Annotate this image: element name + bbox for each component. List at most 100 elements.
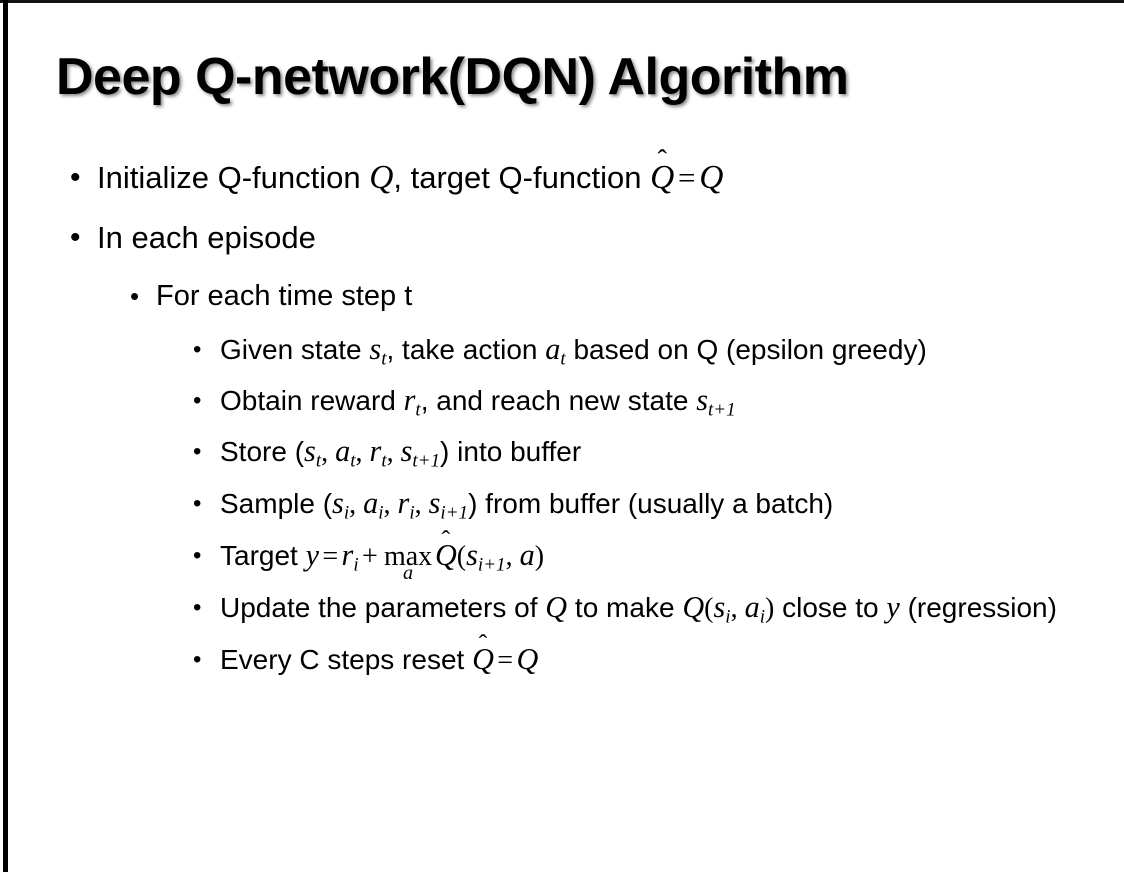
text-fragment: Target: [220, 540, 306, 571]
math-separator: ,: [349, 489, 364, 520]
math-q-hat: ̂Q: [650, 161, 674, 194]
bullet-marker-icon: •: [193, 542, 202, 569]
math-separator: ,: [383, 489, 398, 520]
math-s: s: [696, 383, 709, 417]
text-fragment: Sample (: [220, 488, 333, 519]
math-r-subscript: t: [381, 450, 387, 472]
math-r: r: [341, 538, 354, 572]
bullet-obtain-reward-text: Obtain reward rt, and reach new state st…: [220, 375, 1094, 426]
math-a: a: [335, 434, 351, 468]
math-q-base: Q: [472, 642, 494, 676]
bullet-marker-icon: •: [130, 281, 140, 311]
text-fragment: based on Q (epsilon greedy): [565, 334, 927, 365]
bullet-sample-batch: • Sample (si, ai, ri, si+1) from buffer …: [0, 478, 1124, 530]
math-equals: =: [678, 160, 696, 195]
text-fragment: Store (: [220, 436, 305, 467]
slide-title: Deep Q-network(DQN) Algorithm: [56, 48, 849, 106]
text-fragment: ) into buffer: [440, 436, 582, 467]
left-accent-bar: [3, 0, 8, 872]
math-a-subscript: t: [350, 450, 356, 472]
math-s: s: [369, 332, 382, 366]
text-fragment: close to: [774, 592, 887, 623]
math-max-label: max: [383, 541, 433, 572]
text-fragment: Initialize Q-function: [97, 160, 370, 195]
math-a: a: [744, 590, 760, 624]
bullet-update-parameters-text: Update the parameters of Q to make Q(si,…: [220, 582, 1094, 634]
bullet-sample-batch-text: Sample (si, ai, ri, si+1) from buffer (u…: [220, 478, 1094, 530]
text-fragment: ) from buffer (usually a batch): [468, 488, 834, 519]
bullet-in-each-episode-text: In each episode: [97, 220, 316, 255]
text-fragment: Update the parameters of: [220, 592, 546, 623]
math-a: a: [545, 332, 561, 366]
math-paren-close: ): [764, 593, 775, 624]
bullet-given-state-text: Given state st, take action at based on …: [220, 324, 1094, 375]
bullet-marker-icon: •: [70, 161, 81, 194]
bullet-given-state: • Given state st, take action at based o…: [0, 324, 1124, 375]
math-q-hat: ̂Q: [435, 540, 457, 570]
math-plus: +: [361, 541, 378, 572]
math-q-base: Q: [650, 159, 675, 196]
text-fragment: , take action: [386, 334, 546, 365]
text-fragment: to make: [567, 592, 683, 623]
bullet-update-parameters: • Update the parameters of Q to make Q(s…: [0, 582, 1124, 634]
math-q: Q: [545, 590, 568, 624]
math-s: s: [713, 590, 726, 624]
bullet-marker-icon: •: [193, 646, 202, 673]
math-paren-close: ): [534, 541, 545, 572]
math-s-next-subscript: i+1: [440, 502, 469, 524]
math-q-base: Q: [434, 538, 457, 572]
text-fragment: (regression): [899, 592, 1057, 623]
math-s-next: s: [466, 538, 478, 572]
math-s: s: [304, 434, 316, 468]
math-r: r: [369, 434, 382, 468]
math-r-subscript: i: [353, 554, 359, 576]
math-q-hat: ̂Q: [472, 644, 494, 674]
text-fragment: , target Q-function: [393, 160, 651, 195]
text-fragment: , and reach new state: [420, 385, 697, 416]
math-separator: ,: [386, 437, 401, 468]
math-separator: ,: [505, 541, 520, 572]
bullet-obtain-reward: • Obtain reward rt, and reach new state …: [0, 375, 1124, 426]
bullet-marker-icon: •: [193, 594, 202, 621]
bullet-every-c-steps-reset: • Every C steps reset ̂Q=Q: [0, 634, 1124, 686]
math-r-subscript: t: [415, 399, 421, 421]
bullet-target-equation-text: Target y=ri+maxâQ(si+1, a): [220, 530, 1094, 583]
math-a: a: [363, 486, 379, 520]
math-y: y: [886, 590, 900, 624]
bullet-store-transition: • Store (st, at, rt, st+1) into buffer: [0, 426, 1124, 478]
bullet-every-c-steps-reset-text: Every C steps reset ̂Q=Q: [220, 634, 1094, 686]
math-equals: =: [497, 645, 514, 676]
math-q-rhs: Q: [516, 642, 539, 676]
math-max-limit: a: [403, 561, 414, 584]
math-separator: ,: [355, 437, 370, 468]
math-a-subscript: t: [560, 348, 566, 370]
math-s: s: [332, 486, 344, 520]
math-s-next: s: [400, 434, 413, 468]
bullet-for-each-time-step: • For each time step t: [0, 268, 1124, 324]
math-y: y: [305, 538, 320, 572]
math-separator: ,: [321, 437, 336, 468]
math-r-subscript: i: [409, 502, 415, 524]
math-q-rhs: Q: [699, 159, 724, 196]
math-s-next-subscript: i+1: [477, 554, 506, 576]
bullet-marker-icon: •: [193, 438, 202, 465]
math-s-next-subscript: t+1: [412, 450, 441, 472]
text-fragment: Given state: [220, 334, 370, 365]
slide-body: • Initialize Q-function Q, target Q-func…: [0, 148, 1124, 686]
math-r: r: [403, 383, 416, 417]
math-s-subscript: t+1: [708, 399, 736, 421]
math-s-subscript: i: [725, 606, 731, 628]
math-r: r: [397, 486, 410, 520]
math-paren-open: (: [704, 593, 714, 624]
math-a-subscript: i: [759, 606, 765, 628]
text-fragment: Every C steps reset: [220, 644, 473, 675]
bullet-initialize: • Initialize Q-function Q, target Q-func…: [0, 148, 1124, 208]
math-paren-open: (: [456, 541, 467, 572]
bullet-marker-icon: •: [193, 490, 202, 517]
math-a-subscript: i: [378, 502, 384, 524]
bullet-marker-icon: •: [70, 221, 81, 254]
math-q: Q: [369, 159, 394, 196]
math-separator: ,: [414, 489, 429, 520]
